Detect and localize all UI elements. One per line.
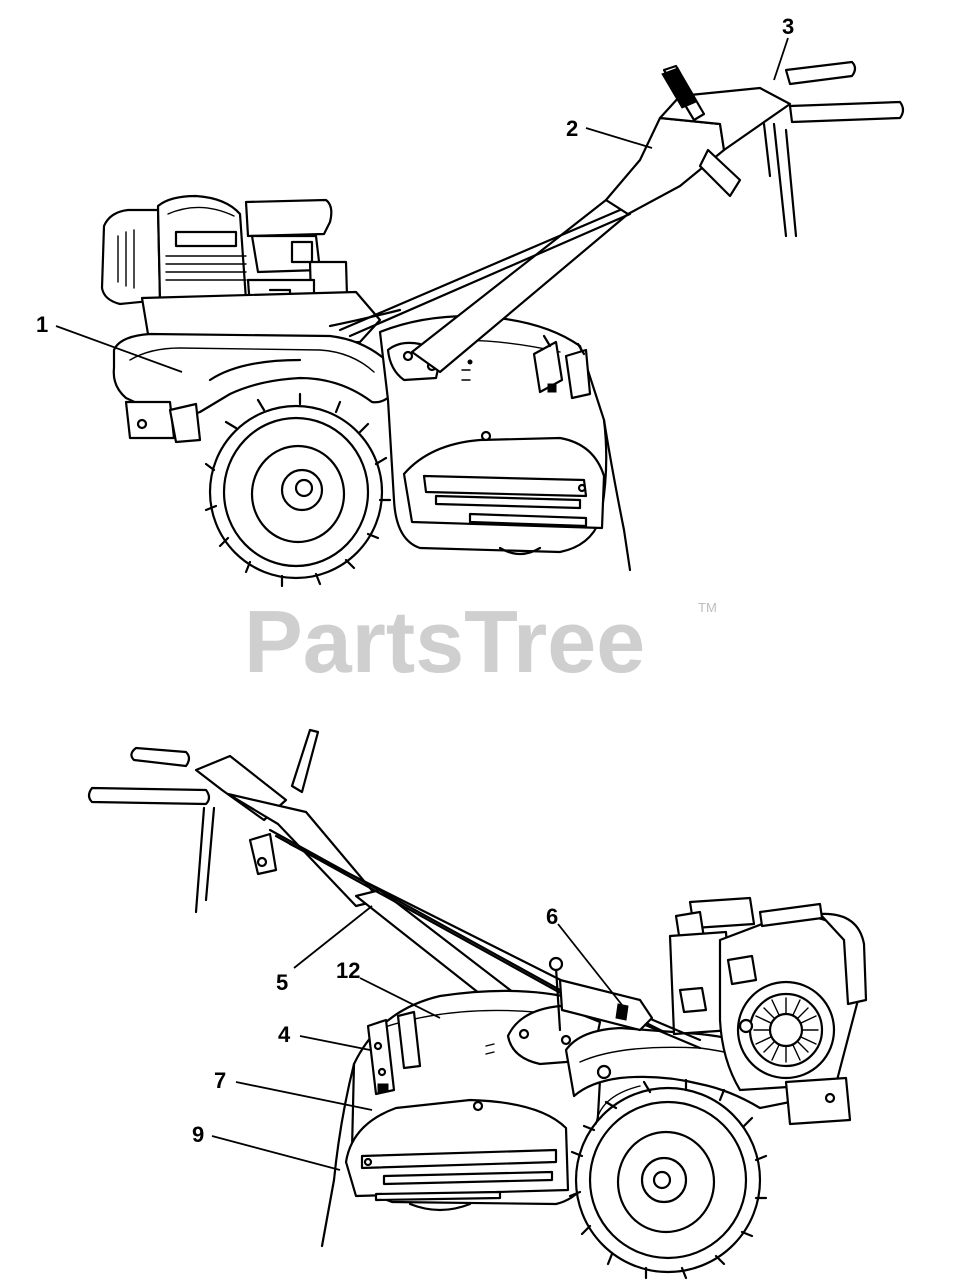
callout-6: 6 xyxy=(546,904,558,929)
depth-bar-top xyxy=(532,334,592,400)
callout-3: 3 xyxy=(782,14,794,39)
tiller-bottom-view xyxy=(87,728,868,1280)
leader-3 xyxy=(773,37,789,81)
callout-7: 7 xyxy=(214,1068,226,1093)
callout-leaders xyxy=(55,37,789,1171)
leader-6 xyxy=(557,923,627,1011)
leader-9 xyxy=(211,1135,341,1171)
leader-5 xyxy=(293,905,373,969)
callout-4: 4 xyxy=(278,1022,291,1047)
leader-12 xyxy=(359,977,441,1019)
handle-top xyxy=(208,60,905,382)
wheel-top xyxy=(204,392,392,588)
leader-4 xyxy=(299,1035,371,1051)
callout-12: 12 xyxy=(336,958,360,983)
watermark-trademark: TM xyxy=(698,600,717,615)
callout-1: 1 xyxy=(36,312,48,337)
callout-5: 5 xyxy=(276,970,288,995)
leader-7 xyxy=(235,1081,373,1111)
callout-labels: 1 2 3 4 5 6 7 9 12 xyxy=(36,14,794,1147)
callout-2: 2 xyxy=(566,116,578,141)
leader-1 xyxy=(55,325,183,373)
watermark: PartsTree TM xyxy=(244,592,717,691)
leader-2 xyxy=(585,127,653,149)
depth-bar-bottom xyxy=(366,1010,422,1096)
callout-9: 9 xyxy=(192,1122,204,1147)
tiller-top-view xyxy=(100,60,905,588)
wheel-bottom xyxy=(568,1064,768,1280)
engine-bottom xyxy=(618,896,868,1126)
watermark-brand: PartsTree xyxy=(244,592,645,691)
